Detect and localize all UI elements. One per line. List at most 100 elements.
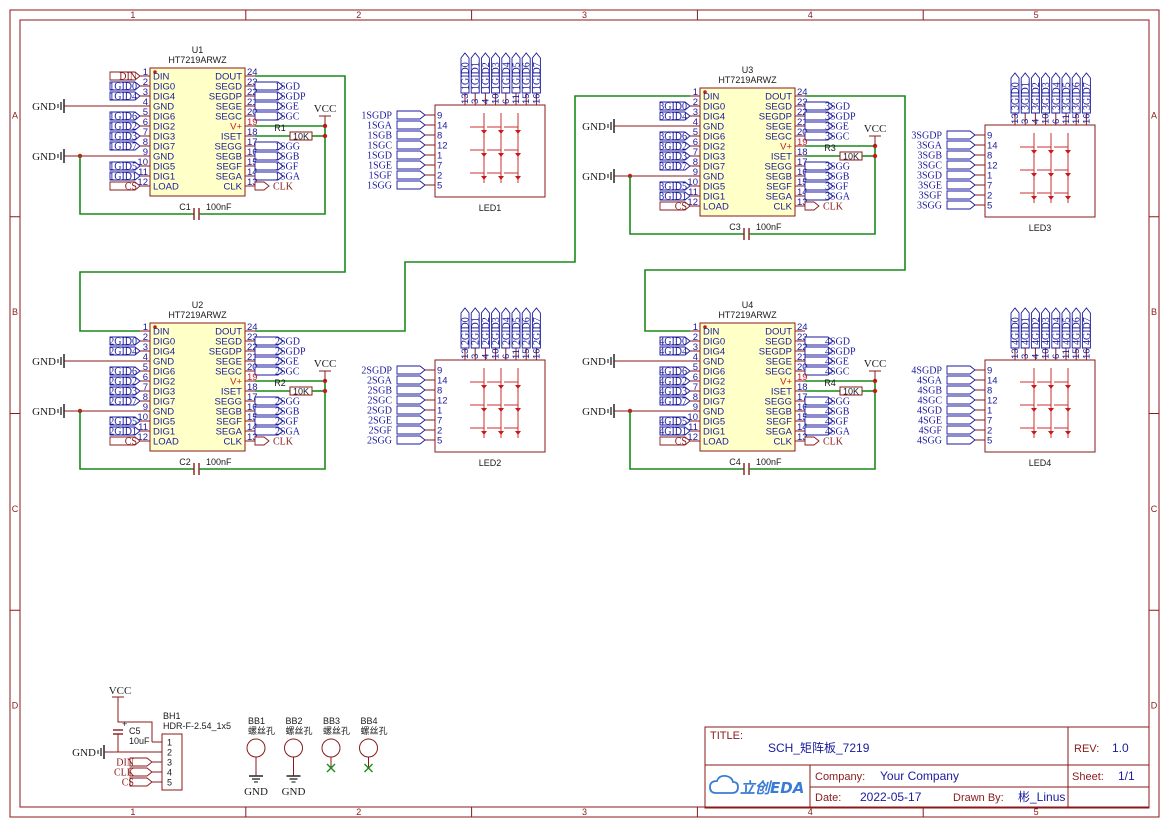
- net-flag: [254, 181, 270, 191]
- led-pin-number: 6: [501, 354, 512, 359]
- net-flag: [659, 426, 691, 436]
- ic-pin-name: ISET: [771, 152, 792, 163]
- screw-hole: [359, 738, 378, 758]
- ic-pin-name: DIG7: [703, 397, 725, 408]
- ic-pin-name: SEGA: [216, 172, 243, 183]
- ic-pin-number: 10: [137, 157, 148, 168]
- cap-wire: [199, 125, 326, 215]
- green-daisy-chain-wires: [79, 75, 906, 332]
- net-flag: [946, 190, 976, 200]
- led-pin-number: 15: [1071, 348, 1082, 359]
- column-marker: 3: [582, 807, 587, 817]
- net-flag: [946, 160, 976, 170]
- ic-pin-number: 12: [687, 197, 698, 208]
- ic-pin-name: DIG4: [703, 347, 725, 358]
- ic-pin-name: DIG0: [153, 337, 175, 348]
- vcc-label: VCC: [109, 685, 132, 697]
- led-ref: LED2: [479, 458, 502, 468]
- led-pin-number: 10: [491, 93, 502, 104]
- net-label: 4SGB: [825, 407, 850, 418]
- ic-pin-number: 13: [797, 197, 808, 208]
- ic-pin-name: SEGF: [766, 417, 792, 428]
- net-flag: [396, 130, 426, 140]
- net-flag: [659, 191, 691, 201]
- ic-pin-number: 21: [247, 97, 258, 108]
- vcc-label: VCC: [314, 358, 337, 370]
- net-flag: [254, 356, 284, 366]
- led-matrix-body: [984, 359, 1096, 453]
- ic-pin-number: 18: [797, 147, 808, 158]
- led-pin-number: 2: [437, 171, 442, 182]
- sheet-title: SCH_矩阵板_7219: [768, 741, 870, 755]
- net-label: 4SGF: [919, 426, 943, 437]
- ic-pin-name: SEGG: [215, 397, 242, 408]
- led-diode: [515, 408, 521, 412]
- ic-pin-name: SEGA: [766, 427, 793, 438]
- cap-value: 100nF: [756, 457, 782, 467]
- column-marker: 4: [808, 10, 813, 20]
- net-flag: [946, 385, 976, 395]
- net-flag: [1030, 72, 1040, 114]
- net-label: 4SGD: [825, 337, 850, 348]
- net-flag: [470, 307, 480, 349]
- gnd-label: GND: [244, 786, 268, 798]
- ic-pin-number: 12: [137, 432, 148, 443]
- net-label: 3SGDP: [911, 131, 942, 142]
- ic-pin-name: SEGG: [215, 142, 242, 153]
- led-diode: [1065, 173, 1071, 177]
- net-flag: [396, 385, 426, 395]
- net-label: 1GID2: [109, 122, 137, 133]
- ic-pin-name: GND: [703, 357, 724, 368]
- net-flag: [254, 426, 284, 436]
- net-label: 4SGA: [825, 427, 851, 438]
- header-pin-number: 4: [167, 768, 172, 778]
- net-label: 2SGG: [275, 397, 300, 408]
- cap-wire: [749, 145, 876, 235]
- net-label: 2SGA: [367, 376, 393, 387]
- led-pin-number: 6: [501, 99, 512, 104]
- net-label: 1GID3: [109, 132, 137, 143]
- net-label: 1GID7: [532, 62, 543, 90]
- net-label: 1GID7: [109, 142, 137, 153]
- led-pin-number: 16: [1081, 348, 1092, 359]
- ic-pin-name: LOAD: [703, 202, 729, 213]
- net-label: 3SGE: [918, 181, 942, 192]
- net-label: 2GID3: [491, 317, 502, 345]
- net-flag: [804, 396, 834, 406]
- net-flag: [1030, 307, 1040, 349]
- net-flag: [396, 365, 426, 375]
- net-label: 4SGD: [917, 406, 942, 417]
- row-marker: B: [1151, 307, 1157, 317]
- led-pin-number: 16: [531, 93, 542, 104]
- ic-pin-name: V+: [230, 377, 242, 388]
- junction: [872, 153, 878, 159]
- net-flag: [109, 376, 141, 386]
- ic-pin-name: SEGG: [765, 397, 792, 408]
- led-pin-number: 9: [437, 366, 442, 377]
- ic-pin-number: 3: [693, 342, 698, 353]
- led-diode: [498, 153, 504, 157]
- hole-ref: BB2: [286, 716, 303, 726]
- led-pin-number: 9: [437, 111, 442, 122]
- net-flag: [804, 426, 834, 436]
- ic-pin-number: 17: [247, 392, 258, 403]
- net-flag: [129, 757, 153, 767]
- net-flag: [396, 180, 426, 190]
- net-label: 4GID1: [659, 427, 687, 438]
- led-pin-number: 13: [1010, 348, 1021, 359]
- net-flag: [109, 396, 141, 406]
- row-marker: C: [1151, 504, 1158, 514]
- net-label: 3SGDP: [825, 112, 856, 123]
- net-flag: [804, 416, 834, 426]
- column-marker: 1: [130, 807, 135, 817]
- led-pin-number: 7: [437, 416, 442, 427]
- net-flag: [109, 91, 141, 101]
- net-flag: [1071, 307, 1081, 349]
- net-flag: [254, 151, 284, 161]
- led-pin-number: 12: [987, 396, 998, 407]
- net-label: 4SGG: [917, 436, 942, 447]
- led-diode: [1065, 408, 1071, 412]
- ic-pin-number: 20: [247, 107, 258, 118]
- ic-pin-number: 8: [693, 157, 698, 168]
- net-label: 3GID0: [1011, 82, 1022, 110]
